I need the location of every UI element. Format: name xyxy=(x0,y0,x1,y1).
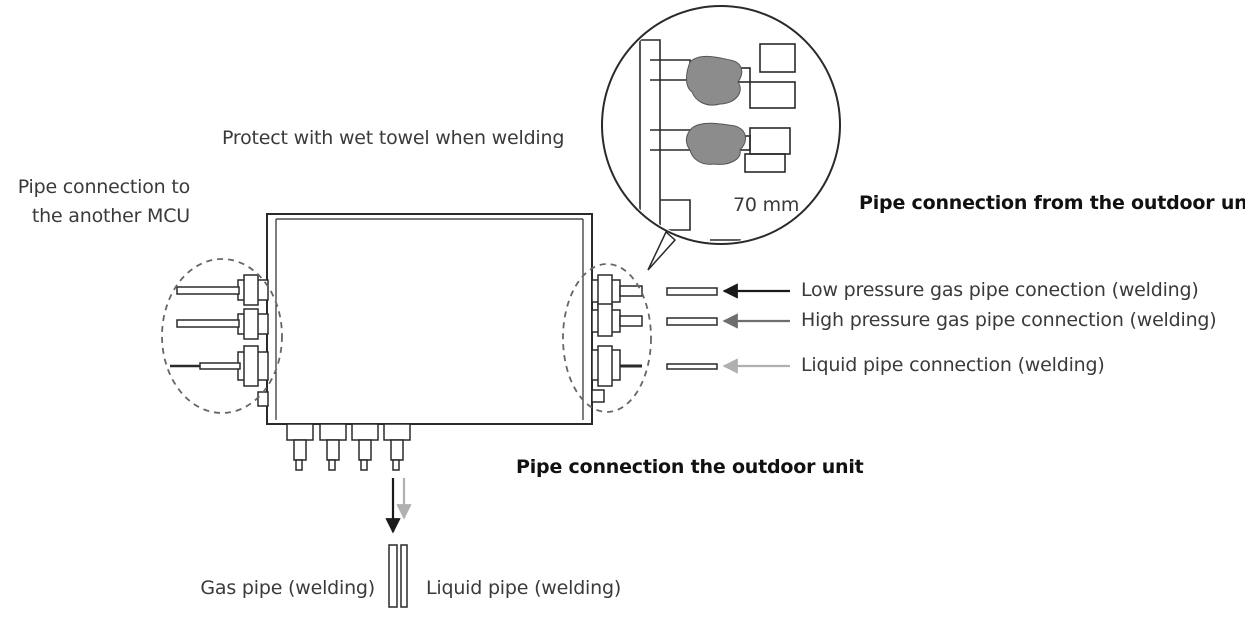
mcu-connection-label-line1: Pipe connection to xyxy=(17,176,191,198)
right-pipe-fittings xyxy=(591,274,643,403)
mcu-connection-label-line2: the another MCU xyxy=(31,205,190,227)
low-pressure-gas-label: Low pressure gas pipe conection (welding… xyxy=(801,279,1199,301)
left-pipe-fittings xyxy=(170,274,269,407)
bottom-pipe-fittings xyxy=(286,423,411,471)
wet-towel-upper xyxy=(686,55,743,106)
liquid-pipe-label: Liquid pipe (welding) xyxy=(426,577,622,599)
detail-callout-pointer xyxy=(647,230,677,271)
wet-towel-lower xyxy=(685,122,746,165)
right-connection-highlight xyxy=(562,263,652,413)
from-outdoor-unit-heading: Pipe connection from the outdoor unit xyxy=(859,192,1245,214)
gas-pipe-label: Gas pipe (welding) xyxy=(200,577,375,599)
detail-magnifier xyxy=(601,5,841,245)
mcu-unit-body xyxy=(266,213,593,425)
liquid-connection-label: Liquid pipe connection (welding) xyxy=(801,354,1105,376)
to-outdoor-unit-heading: Pipe connection the outdoor unit xyxy=(516,456,864,478)
detail-dimension-label: 70 mm xyxy=(733,194,800,216)
incoming-pipes xyxy=(666,287,718,370)
high-pressure-gas-label: High pressure gas pipe connection (weldi… xyxy=(801,309,1217,331)
left-connection-highlight xyxy=(161,258,283,414)
bottom-pipe-stubs xyxy=(388,544,408,608)
protect-towel-label: Protect with wet towel when welding xyxy=(222,127,565,149)
